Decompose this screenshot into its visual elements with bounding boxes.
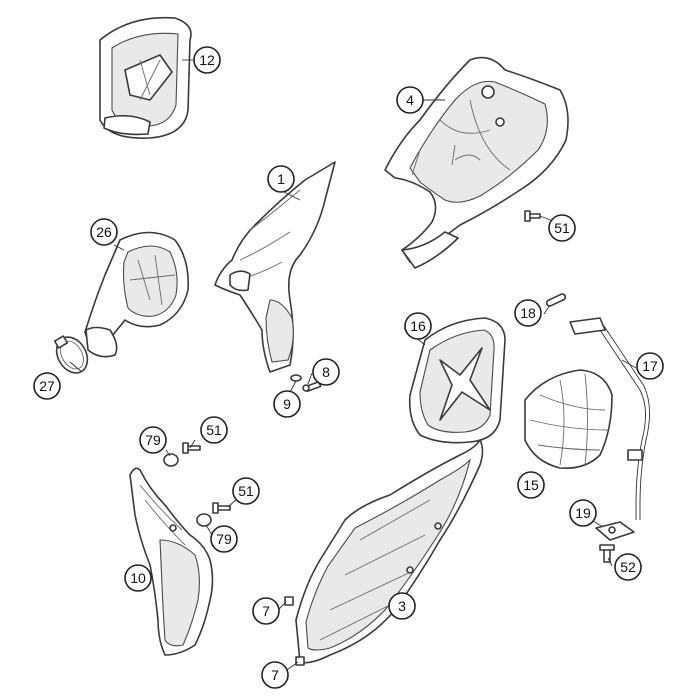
svg-text:1: 1 [277, 171, 285, 187]
part-9-washer [290, 374, 302, 382]
callout-10: 10 [124, 564, 152, 592]
svg-text:51: 51 [206, 422, 222, 438]
svg-text:3: 3 [398, 598, 406, 614]
callout-26: 26 [90, 218, 118, 246]
callout-16: 16 [404, 312, 432, 340]
callout-51-lower: 51 [232, 477, 260, 505]
part-51-screw-upper [182, 442, 201, 454]
part-4-air-box [384, 56, 569, 269]
callout-7-lower: 7 [261, 661, 289, 689]
part-3-side-cover [295, 439, 484, 664]
svg-text:26: 26 [96, 224, 112, 240]
callout-27: 27 [33, 372, 61, 400]
callout-7-upper: 7 [252, 597, 280, 625]
svg-text:16: 16 [410, 318, 426, 334]
svg-text:17: 17 [642, 358, 658, 374]
callouts: 12 4 1 26 51 27 8 9 16 18 17 [33, 46, 664, 689]
svg-text:52: 52 [620, 559, 636, 575]
svg-text:79: 79 [145, 432, 161, 448]
part-79-nut-lower [196, 513, 212, 527]
part-17-bracket-rod [569, 317, 650, 520]
callout-79-lower: 79 [210, 525, 238, 553]
callout-9: 9 [273, 390, 301, 418]
part-10-shroud [129, 467, 214, 656]
part-15-air-filter [524, 369, 613, 470]
part-7-clip-lower [295, 656, 305, 666]
svg-text:4: 4 [406, 92, 414, 108]
callout-1: 1 [267, 165, 295, 193]
svg-text:19: 19 [575, 505, 591, 521]
part-79-nut-upper [163, 453, 179, 467]
part-52-screw [599, 544, 615, 563]
callout-18: 18 [514, 299, 542, 327]
part-12-intake-boot [99, 16, 192, 139]
svg-text:15: 15 [523, 477, 539, 493]
svg-text:7: 7 [262, 603, 270, 619]
part-19-bracket-plate [595, 521, 635, 541]
part-16-filter-support [408, 317, 506, 444]
callout-51-airbox: 51 [548, 214, 576, 242]
svg-text:51: 51 [554, 220, 570, 236]
svg-text:18: 18 [520, 305, 536, 321]
svg-text:7: 7 [271, 667, 279, 683]
callout-8: 8 [312, 358, 340, 386]
svg-text:79: 79 [216, 531, 232, 547]
part-7-clip-upper [284, 596, 294, 606]
svg-text:27: 27 [39, 378, 55, 394]
part-8-screw [302, 380, 322, 393]
callout-4: 4 [396, 86, 424, 114]
callout-12: 12 [193, 46, 221, 74]
part-26-filter-cage [84, 231, 190, 358]
callout-79-upper: 79 [139, 426, 167, 454]
svg-text:12: 12 [199, 52, 215, 68]
callout-52: 52 [614, 553, 642, 581]
part-51-screw-lower [212, 502, 231, 514]
svg-text:9: 9 [283, 396, 291, 412]
callout-15: 15 [517, 471, 545, 499]
svg-text:51: 51 [238, 483, 254, 499]
callout-3: 3 [388, 592, 416, 620]
svg-text:8: 8 [322, 364, 330, 380]
callout-19: 19 [569, 499, 597, 527]
callout-17: 17 [636, 352, 664, 380]
part-18-pin [545, 293, 567, 307]
svg-text:10: 10 [130, 570, 146, 586]
part-51-screw-airbox [524, 210, 541, 222]
part-1-side-panel [214, 161, 336, 373]
callout-51-upper: 51 [200, 416, 228, 444]
